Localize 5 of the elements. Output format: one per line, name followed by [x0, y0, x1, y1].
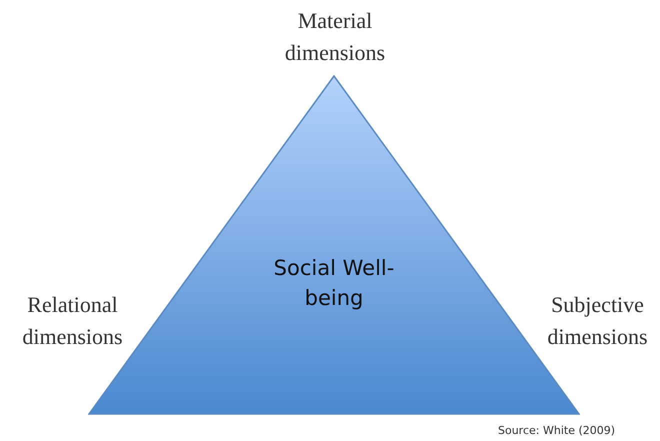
- source-note: Source: White (2009): [498, 424, 616, 437]
- dimension-label: Material dimensions: [284, 7, 386, 67]
- dimension-label: Subjective dimensions: [546, 291, 649, 351]
- center-label: Social Well-being: [272, 255, 396, 312]
- dimension-label: Relational dimensions: [21, 291, 124, 351]
